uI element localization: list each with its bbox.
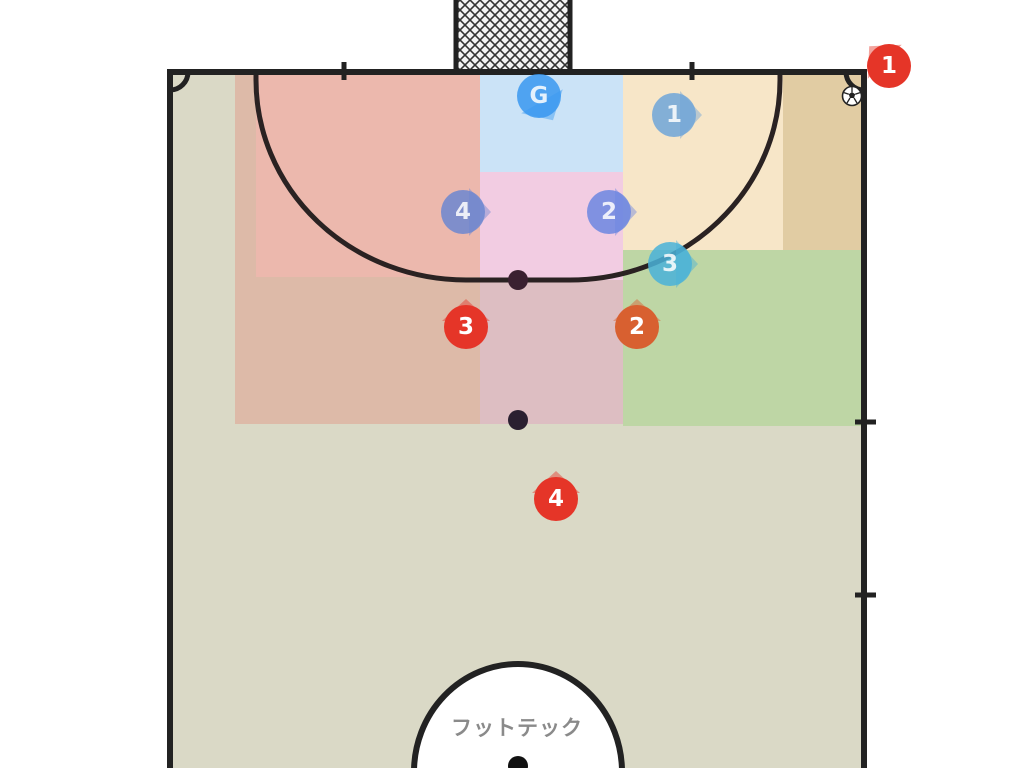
zone-left-central[interactable] [256, 72, 480, 277]
player-marker-icon [652, 91, 702, 139]
zone-right-upper[interactable] [623, 72, 783, 250]
zone-overlays [235, 72, 862, 426]
soccer-ball-icon[interactable] [841, 85, 863, 107]
boundary-ticks [341, 62, 876, 598]
player-marker-icon [587, 188, 637, 236]
home-player-2[interactable]: 2 [587, 188, 637, 236]
player-marker-icon [613, 299, 661, 349]
center-spot [508, 756, 528, 768]
away-player-2[interactable]: 2 [613, 299, 661, 349]
zone-central-deep[interactable] [480, 280, 623, 424]
home-player-1[interactable]: 1 [652, 91, 702, 139]
away-player-3[interactable]: 3 [442, 299, 490, 349]
home-player-3[interactable]: 3 [648, 240, 698, 288]
center-circle [411, 661, 625, 768]
player-marker-icon [441, 188, 491, 236]
player-marker-icon [532, 471, 580, 521]
watermark: フットテック [451, 716, 583, 740]
second-penalty-spot [508, 410, 528, 430]
home-player-4[interactable]: 4 [441, 188, 491, 236]
penalty-spot [508, 270, 528, 290]
away-player-4[interactable]: 4 [532, 471, 580, 521]
home-player-G[interactable]: G [517, 74, 563, 121]
player-marker-icon [648, 240, 698, 288]
player-marker-icon [517, 74, 563, 121]
player-marker-icon [442, 299, 490, 349]
away-player-1[interactable]: 1 [867, 44, 911, 88]
goal-net [453, 0, 573, 75]
player-marker-icon [867, 44, 911, 88]
